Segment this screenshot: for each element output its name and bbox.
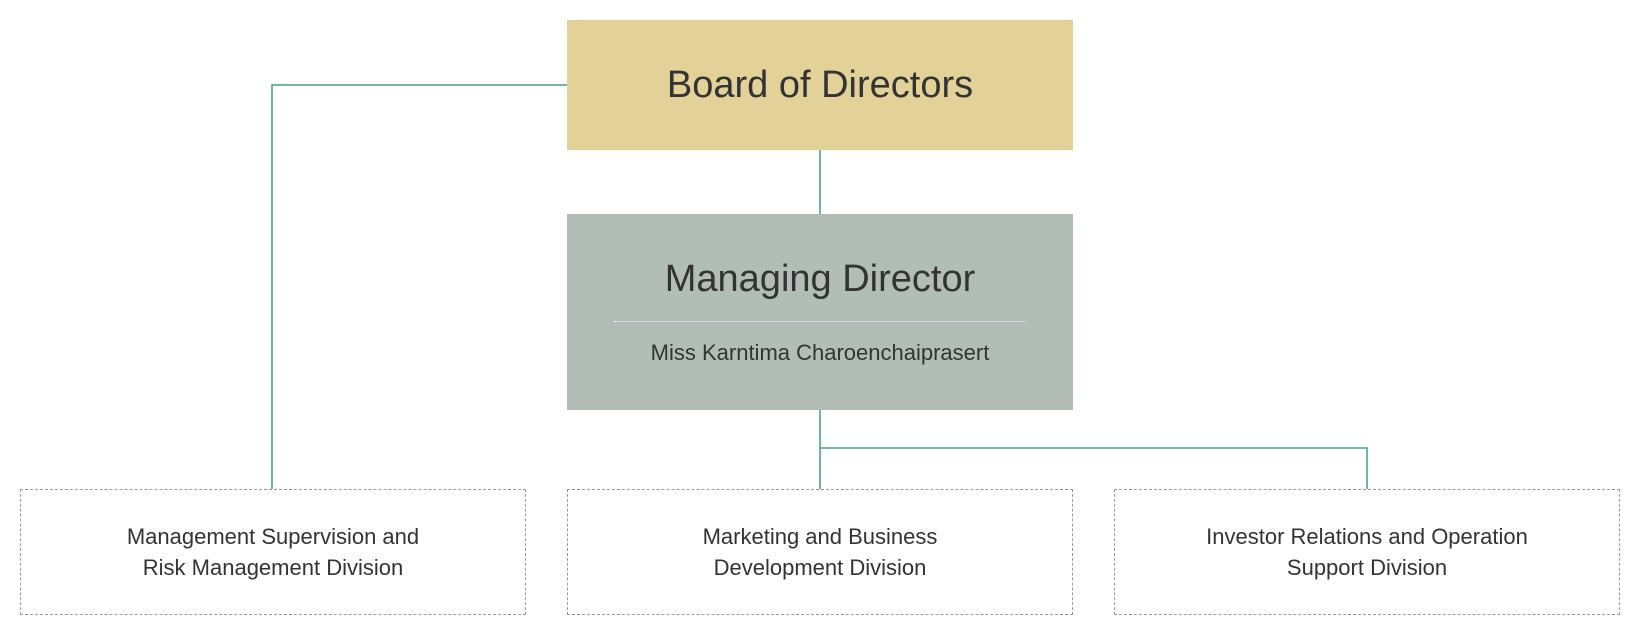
division-label-line-2: Support Division bbox=[1286, 555, 1448, 580]
managing-director-box: Managing Director Miss Karntima Charoenc… bbox=[567, 214, 1073, 410]
division-marketing-business-development: Marketing and Business Development Divis… bbox=[567, 489, 1073, 615]
division-label-line-2: Development Division bbox=[713, 555, 927, 580]
managing-director-title: Managing Director bbox=[664, 258, 976, 300]
division-label-line-1: Marketing and Business bbox=[702, 524, 938, 549]
division-label-line-1: Management Supervision and bbox=[126, 524, 420, 549]
managing-director-name: Miss Karntima Charoenchaiprasert bbox=[650, 340, 990, 365]
division-label-line-2: Risk Management Division bbox=[142, 555, 404, 580]
division-investor-relations-operation-support: Investor Relations and Operation Support… bbox=[1114, 489, 1620, 615]
connector-md-to-investor-relations bbox=[820, 447, 1368, 489]
division-label-line-1: Investor Relations and Operation bbox=[1206, 524, 1528, 549]
board-of-directors-title: Board of Directors bbox=[666, 63, 974, 106]
board-of-directors-box: Board of Directors bbox=[567, 20, 1073, 150]
managing-director-separator bbox=[614, 321, 1026, 322]
connector-board-to-supervision bbox=[271, 84, 567, 489]
division-management-supervision: Management Supervision and Risk Manageme… bbox=[20, 489, 526, 615]
